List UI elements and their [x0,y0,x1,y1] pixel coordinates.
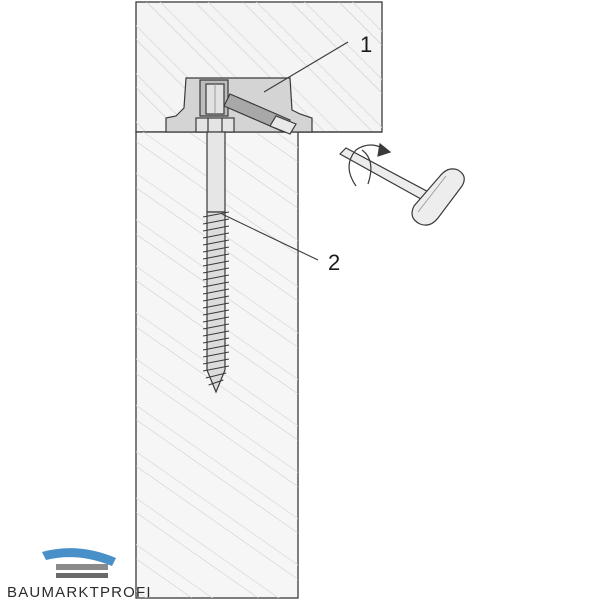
thread-line [202,218,230,225]
thread-line [202,323,230,330]
thread-line [202,295,230,302]
rotation-arrow-icon [348,142,392,187]
thread-line [202,337,230,344]
thread-line [205,372,227,379]
thread-line [202,211,230,218]
leader-lines [221,41,349,261]
thread-line [202,302,230,309]
thread-line [202,288,230,295]
callout-label-2: 2 [328,250,340,275]
thread-line [202,316,230,323]
baumarktprofi-logo: BAUMARKTPROFI [7,548,152,600]
screw-thread [202,211,230,386]
t-handle-wrench [339,147,465,226]
connector-part-1 [165,77,313,135]
thread-line [202,281,230,288]
thread-line [202,351,230,358]
logo-text: BAUMARKTPROFI [7,584,152,600]
thread-line [202,267,230,274]
thread-line [202,358,230,365]
thread-line [202,232,230,239]
thread-line [202,260,230,267]
thread-line [208,379,224,386]
callout-label-1: 1 [360,32,372,57]
thread-line [202,274,230,281]
thread-line [202,365,230,372]
thread-line [202,225,230,232]
thread-line [202,253,230,260]
thread-line [202,239,230,246]
thread-line [202,344,230,351]
thread-line [202,246,230,253]
thread-line [202,309,230,316]
thread-line [202,330,230,337]
